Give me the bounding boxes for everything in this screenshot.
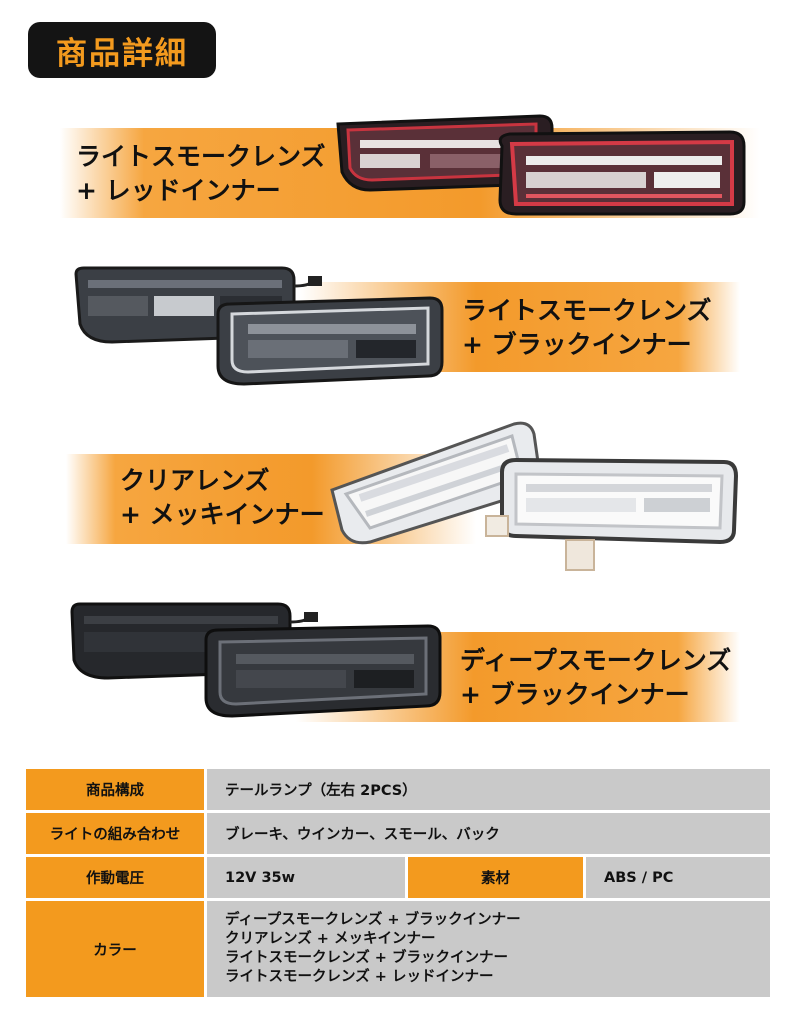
variant-4-line2: + ブラックインナー bbox=[460, 680, 690, 709]
spec-value-lights: ブレーキ、ウインカー、スモール、バック bbox=[204, 813, 770, 854]
variant-4-line1: ディープスモークレンズ bbox=[460, 646, 732, 675]
variant-label-1: ライトスモークレンズ + レッドインナー bbox=[76, 140, 326, 208]
color-option: クリアレンズ + メッキインナー bbox=[225, 931, 436, 947]
variant-label-4: ディープスモークレンズ + ブラックインナー bbox=[460, 644, 731, 712]
spec-row-lights: ライトの組み合わせ ブレーキ、ウインカー、スモール、バック bbox=[26, 813, 770, 854]
spec-label-color: カラー bbox=[26, 901, 204, 997]
section-title-badge: 商品詳細 bbox=[28, 22, 216, 78]
spec-label-lights: ライトの組み合わせ bbox=[26, 813, 204, 854]
color-option: ライトスモークレンズ + ブラックインナー bbox=[225, 950, 508, 966]
spec-label-composition: 商品構成 bbox=[26, 769, 204, 810]
spec-row-color: カラー ディープスモークレンズ + ブラックインナー クリアレンズ + メッキイ… bbox=[26, 901, 770, 997]
spec-value-color: ディープスモークレンズ + ブラックインナー クリアレンズ + メッキインナー … bbox=[204, 901, 770, 997]
product-image-clear-chrome bbox=[330, 421, 739, 571]
variant-3-line1: クリアレンズ bbox=[120, 466, 270, 495]
variant-1-line2: + レッドインナー bbox=[76, 176, 281, 205]
spec-row-composition: 商品構成 テールランプ（左右 2PCS） bbox=[26, 769, 770, 810]
section-title: 商品詳細 bbox=[56, 35, 188, 72]
spec-value-composition: テールランプ（左右 2PCS） bbox=[204, 769, 770, 810]
color-option: ライトスモークレンズ + レッドインナー bbox=[225, 969, 494, 985]
variant-label-2: ライトスモークレンズ + ブラックインナー bbox=[462, 294, 712, 362]
spec-label-material: 素材 bbox=[405, 857, 583, 898]
variant-3-line2: + メッキインナー bbox=[120, 500, 325, 529]
variant-label-3: クリアレンズ + メッキインナー bbox=[120, 464, 325, 532]
variant-2-line2: + ブラックインナー bbox=[462, 330, 692, 359]
product-image-light-smoke-black bbox=[74, 266, 444, 386]
variant-2-line1: ライトスモークレンズ bbox=[462, 296, 712, 325]
spec-table: 商品構成 テールランプ（左右 2PCS） ライトの組み合わせ ブレーキ、ウインカ… bbox=[26, 766, 770, 1000]
product-image-red-inner bbox=[336, 114, 746, 216]
spec-label-voltage: 作動電圧 bbox=[26, 857, 204, 898]
variant-1-line1: ライトスモークレンズ bbox=[76, 142, 326, 171]
product-image-deep-smoke-black bbox=[70, 602, 442, 718]
spec-row-voltage-material: 作動電圧 12V 35w 素材 ABS / PC bbox=[26, 857, 770, 898]
spec-value-material: ABS / PC bbox=[583, 857, 770, 898]
color-option: ディープスモークレンズ + ブラックインナー bbox=[225, 912, 521, 928]
spec-value-voltage: 12V 35w bbox=[204, 857, 405, 898]
